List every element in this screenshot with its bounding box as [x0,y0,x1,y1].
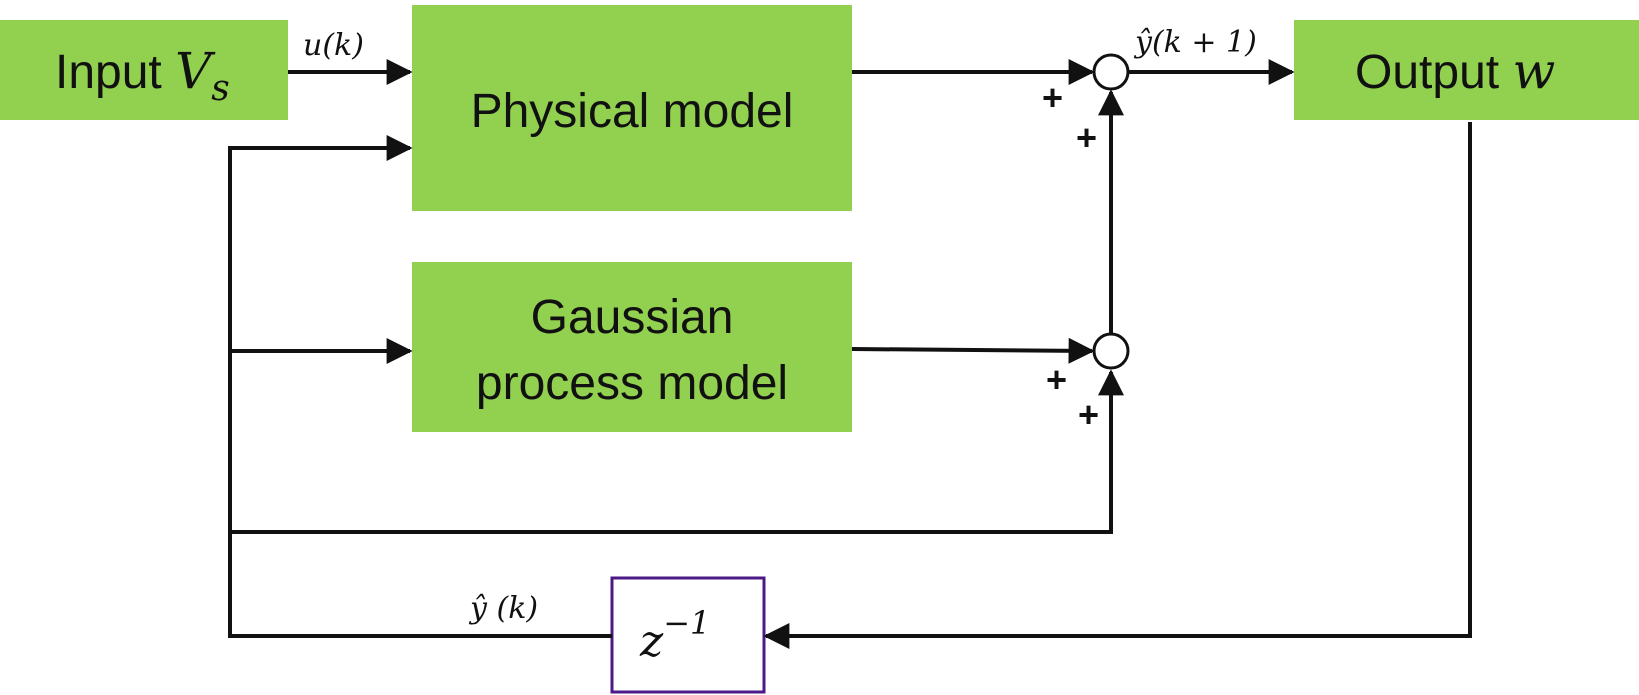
gaussian-to-junction-wire [851,337,1095,364]
gaussian-label-line2: process model [476,357,788,410]
output-feedback-wire [763,122,1472,649]
feedback-to-physical-wire [228,135,612,638]
sign-mid-left: + [1046,359,1067,400]
sign-top-left: + [1042,77,1063,118]
sign-mid-bottom: + [1078,394,1099,435]
output-block-label: Output w [1355,42,1555,100]
physical-model-block: Physical model [412,5,852,211]
input-block: Input Vs [0,20,288,120]
signal-y-hat-k-plus-1: ŷ(k + 1) [1133,25,1257,60]
unit-delay-block: z−1 [610,576,766,694]
physical-model-label: Physical model [471,85,794,138]
feedback-to-junction-wire [230,369,1124,534]
output-block: Output w [1294,20,1639,120]
signal-u-k: u(k) [303,28,364,63]
input-block-label: Input Vs [55,42,230,109]
gaussian-process-model-block: Gaussian process model [412,262,852,432]
signal-y-hat-k: ŷ (k) [468,591,538,626]
summing-junction-middle [1092,332,1130,370]
gaussian-label-line1: Gaussian [531,291,734,344]
sign-top-bottom: + [1076,117,1097,158]
unit-delay-label: z−1 [639,604,710,667]
summing-junction-top [1092,53,1130,91]
